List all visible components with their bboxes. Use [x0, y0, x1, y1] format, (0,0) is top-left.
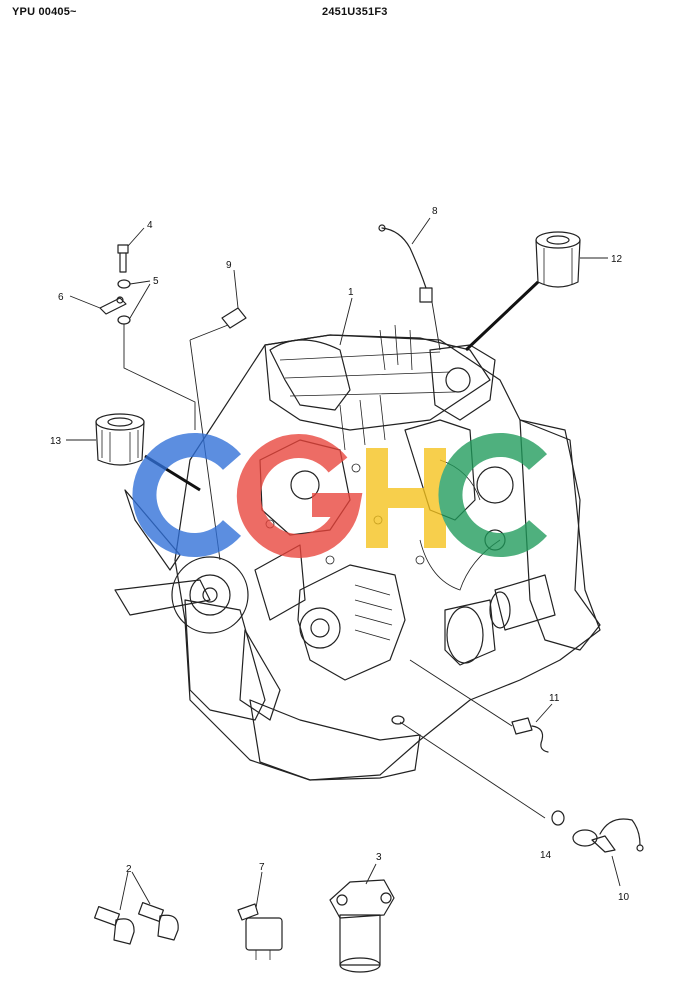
- watermark-letter-c-green: [438, 433, 547, 557]
- callout-7: 7: [259, 862, 265, 873]
- part-7-relay: [237, 871, 283, 960]
- callout-8: 8: [432, 206, 438, 217]
- part-14-oring: [399, 721, 565, 826]
- callout-5: 5: [153, 276, 159, 287]
- callout-labels: 1 2 3 4 5 6 7 8 9 10 11 12 13 14: [50, 206, 630, 903]
- part-1-leader: [339, 297, 353, 346]
- callout-11: 11: [549, 693, 560, 704]
- callout-13: 13: [50, 436, 62, 447]
- part-2-bulbs: [94, 871, 179, 945]
- callout-12: 12: [611, 254, 623, 265]
- callout-9: 9: [226, 260, 232, 271]
- callout-1: 1: [348, 287, 354, 298]
- callout-6: 6: [58, 292, 64, 303]
- watermark-letter-g-red: [236, 434, 363, 559]
- watermark-letter-h-yellow: [366, 448, 446, 548]
- part-3-filter-housing: [329, 863, 395, 973]
- part-9-switch: [189, 269, 247, 561]
- callout-4: 4: [147, 220, 153, 231]
- part-4-bolt: [117, 227, 145, 273]
- callout-3: 3: [376, 852, 382, 863]
- part-8-sensor: [378, 217, 441, 351]
- watermark-logo: [132, 433, 547, 559]
- callout-10: 10: [618, 892, 630, 903]
- callout-2: 2: [126, 864, 132, 875]
- part-5-leader-to-engine: [123, 324, 196, 430]
- part-10-sender: [572, 818, 644, 887]
- serial-range-label: YPU 00405~: [12, 6, 77, 18]
- watermark-letter-c-blue: [132, 433, 241, 557]
- callout-14: 14: [540, 850, 552, 861]
- part-12-fuel-filter: [464, 231, 608, 352]
- drawing-number-label: 2451U351F3: [322, 6, 388, 18]
- part-11-sensor: [409, 659, 553, 753]
- part-6-terminal: [69, 295, 127, 315]
